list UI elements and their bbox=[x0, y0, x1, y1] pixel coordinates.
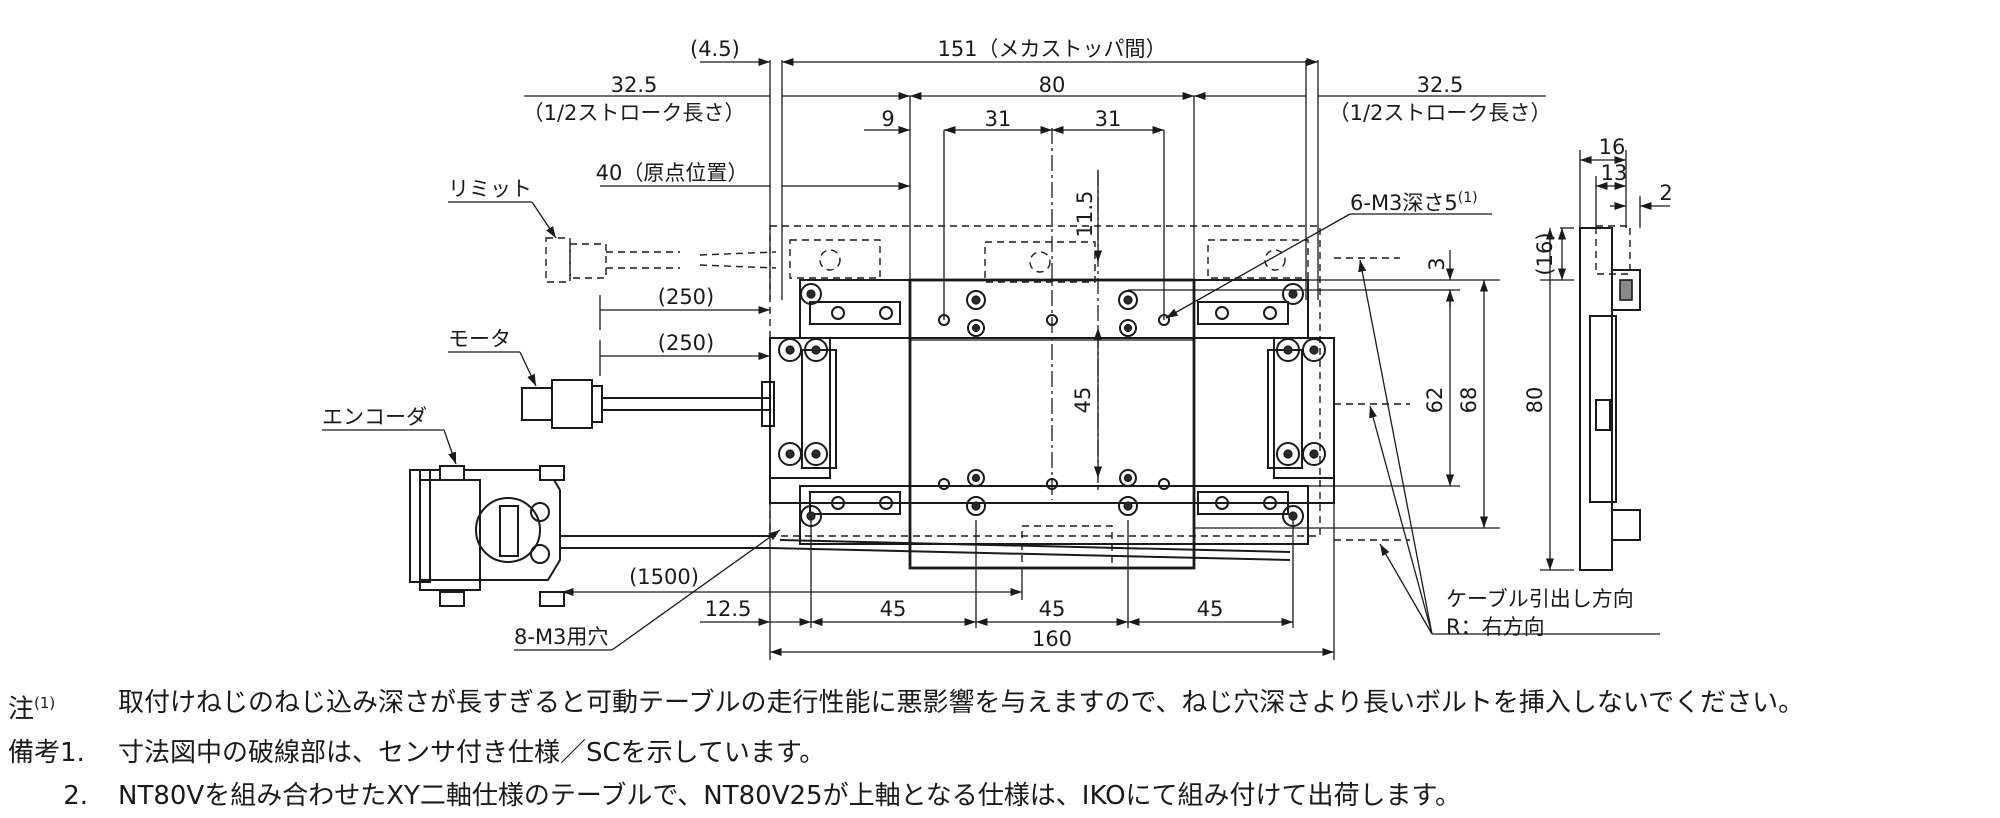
dim-68: 68 bbox=[1457, 387, 1481, 414]
dim-m3-holes-top: 6-M3深さ5(1) bbox=[1350, 190, 1478, 215]
motor-connector bbox=[521, 379, 775, 429]
dim-side-16: 16 bbox=[1599, 135, 1626, 159]
side-view: 80 (16) 16 13 2 bbox=[1523, 135, 1673, 571]
label-m3-holes-bottom: 8-M3用穴 bbox=[514, 625, 608, 649]
note-2-text: 寸法図中の破線部は、センサ付き仕様／SCを示しています。 bbox=[118, 737, 826, 768]
dim-side-16-paren: (16) bbox=[1533, 232, 1557, 275]
dim-3: 3 bbox=[1425, 257, 1449, 270]
note-3-text: NT80Vを組み合わせたXY二軸仕様のテーブルで、NT80V25が上軸となる仕様… bbox=[118, 780, 1461, 811]
dim-stroke-half-left: 32.5 bbox=[611, 73, 658, 97]
dim-side-13: 13 bbox=[1601, 161, 1628, 185]
limit-connector bbox=[545, 237, 777, 283]
dim-cable-motor: (250) bbox=[658, 331, 714, 355]
note-1-mark: 注(1) bbox=[8, 694, 56, 725]
dim-stroke-half-right-note: （1/2ストローク長さ） bbox=[1329, 101, 1552, 125]
dim-cable-limit: (250) bbox=[658, 285, 714, 309]
note-1-text: 取付けねじのねじ込み深さが長すぎると可動テーブルの走行性能に悪影響を与えますので… bbox=[118, 688, 1805, 718]
right-dimensions: 3 62 68 45 ケーブル引出し方向 R：右方向 bbox=[1071, 250, 1660, 639]
dimension-drawing: (4.5) 151（メカストッパ間） 80 32.5 （1/2ストローク長さ） … bbox=[322, 37, 1673, 660]
dim-total-length: 160 bbox=[1032, 627, 1072, 651]
dim-62: 62 bbox=[1423, 387, 1447, 414]
note-3: 2. NT80Vを組み合わせたXY二軸仕様のテーブルで、NT80V25が上軸とな… bbox=[8, 775, 1988, 818]
note-3-mark: 2. bbox=[63, 780, 88, 811]
dim-12-5: 12.5 bbox=[705, 597, 752, 621]
notes: 注(1) 取付けねじのねじ込み深さが長すぎると可動テーブルの走行性能に悪影響を与… bbox=[8, 682, 1988, 818]
dim-pitch-1: 45 bbox=[880, 597, 907, 621]
label-motor: モータ bbox=[448, 327, 511, 351]
dim-origin: 40（原点位置） bbox=[596, 161, 749, 185]
dim-45-center: 45 bbox=[1071, 387, 1095, 414]
bottom-dimensions: (1500) 12.5 45 45 45 160 8-M3用穴 bbox=[514, 503, 1335, 660]
encoder-connector bbox=[409, 465, 1291, 607]
note-1: 注(1) 取付けねじのねじ込み深さが長すぎると可動テーブルの走行性能に悪影響を与… bbox=[8, 682, 1988, 732]
dim-cable-encoder: (1500) bbox=[629, 565, 699, 589]
label-encoder: エンコーダ bbox=[322, 405, 427, 429]
dim-top-width: 80 bbox=[1039, 73, 1066, 97]
dim-side-80: 80 bbox=[1523, 387, 1547, 414]
left-labels: リミット (250) モータ (250) エンコーダ bbox=[322, 177, 770, 465]
dim-31-left: 31 bbox=[985, 107, 1012, 131]
label-cable-direction-r: R：右方向 bbox=[1446, 615, 1545, 639]
dim-9: 9 bbox=[881, 107, 894, 131]
dim-pitch-3: 45 bbox=[1197, 597, 1224, 621]
dim-mecha-stopper: 151（メカストッパ間） bbox=[937, 37, 1166, 61]
table-top-view bbox=[769, 128, 1335, 570]
dim-stroke-half-left-note: （1/2ストローク長さ） bbox=[523, 101, 746, 125]
note-2-mark: 備考1. bbox=[8, 737, 85, 768]
top-dimensions: (4.5) 151（メカストッパ間） 80 32.5 （1/2ストローク長さ） … bbox=[523, 37, 1552, 320]
dim-stroke-half-right: 32.5 bbox=[1417, 73, 1464, 97]
dim-pitch-2: 45 bbox=[1039, 597, 1066, 621]
dim-31-right: 31 bbox=[1095, 107, 1122, 131]
note-2: 備考1. 寸法図中の破線部は、センサ付き仕様／SCを示しています。 bbox=[8, 732, 1988, 775]
label-limit: リミット bbox=[448, 177, 532, 201]
label-cable-direction: ケーブル引出し方向 bbox=[1446, 587, 1634, 611]
dim-11-5: 11.5 bbox=[1073, 191, 1097, 238]
dim-left-note: (4.5) bbox=[690, 37, 740, 61]
dim-side-2: 2 bbox=[1659, 181, 1672, 205]
